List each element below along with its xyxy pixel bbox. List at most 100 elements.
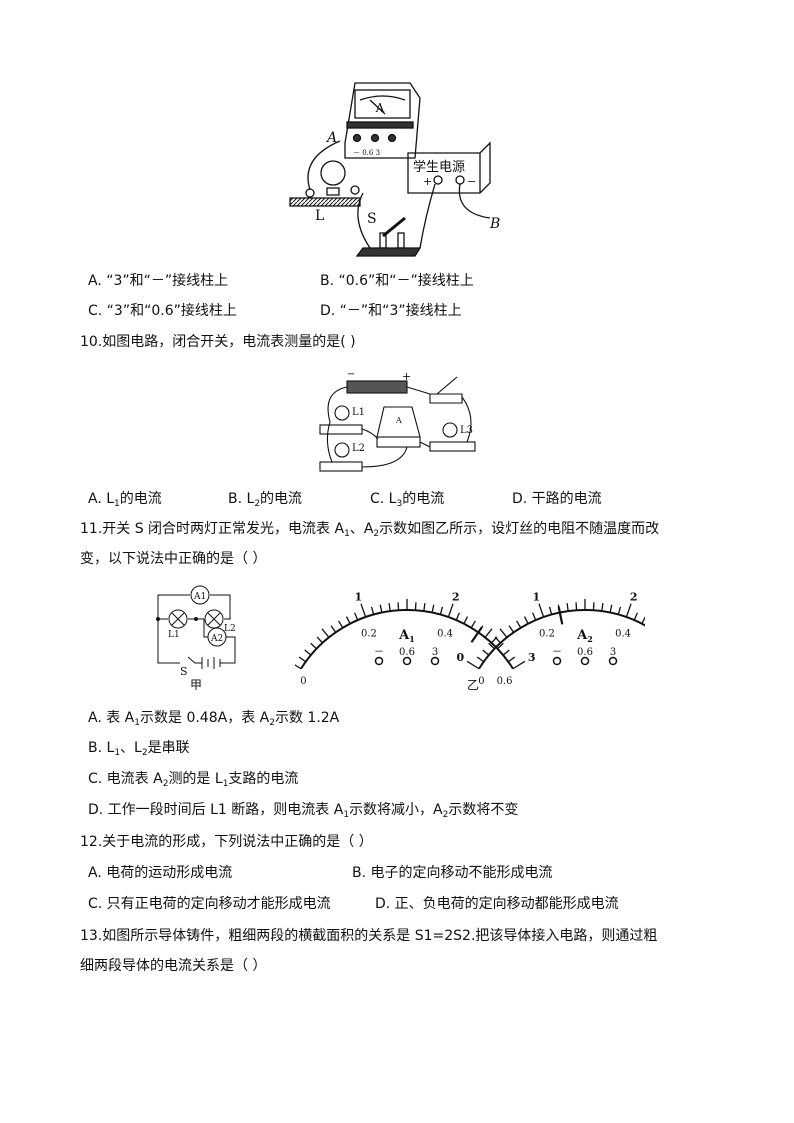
text-segment: 的电流 [260, 491, 303, 507]
q10-circuit-figure: − + L1 L2 L3 A [319, 369, 476, 472]
meter-tick [641, 616, 645, 624]
q12-option-d: D. 正、负电荷的定向移动都能形成电流 [375, 895, 619, 913]
meter-tick [625, 603, 632, 618]
text-segment: 细两段导体的电流关系是（ ） [80, 958, 267, 974]
meter-tick [601, 603, 604, 612]
terminal-icon [430, 656, 440, 666]
text-segment: 的电流 [119, 491, 162, 507]
q11-option-d: D. 工作一段时间后 L1 断路，则电流表 A1示数将减小，A2示数将不变 [88, 801, 518, 820]
switch [355, 216, 422, 257]
q10-option-b: B. L2的电流 [228, 490, 303, 509]
subscript: 3 [396, 499, 403, 509]
meter-a2: 012300.20.40.6A2－0.63 [457, 590, 645, 687]
meter-tick [532, 612, 537, 621]
lamp-l2 [319, 461, 363, 472]
lamp-l3-label: L3 [460, 425, 473, 436]
meter-tick [388, 603, 391, 612]
text-segment: A. “3”和“－”接线柱上 [88, 273, 229, 289]
wire-a-label: A [325, 130, 337, 146]
q10-stem: 10.如图电路，闭合开关，电流表测量的是( ) [80, 333, 356, 351]
q11-option-b: B. L1、L2是串联 [88, 739, 190, 758]
terminal-icon [608, 656, 618, 666]
q10-option-d: D. 干路的电流 [512, 490, 602, 508]
small-scale-label: 0.4 [437, 628, 453, 639]
terminal-label: － [552, 647, 562, 658]
text-segment: 的电流 [402, 491, 445, 507]
meter-tick [345, 616, 351, 624]
subscript: 2 [373, 529, 380, 539]
ammeter-label: A [395, 416, 402, 425]
meter-tick [508, 625, 515, 633]
meter-needle [557, 606, 564, 625]
text-segment: 、L [120, 740, 142, 756]
q12-option-b: B. 电子的定向移动不能形成电流 [352, 864, 553, 882]
meter-tick [497, 642, 504, 650]
text-segment: B. “0.6”和“－”接线柱上 [320, 273, 474, 289]
q9-option-b: B. “0.6”和“－”接线柱上 [320, 272, 474, 290]
big-scale-label: 2 [452, 590, 460, 603]
meter-tick [397, 602, 400, 611]
text-segment: C. “3”和“0.6”接线柱上 [88, 303, 237, 319]
meter-tick [523, 616, 529, 624]
subscript: 1 [222, 779, 229, 789]
meter-tick [499, 628, 508, 638]
small-scale-label: 0.2 [361, 628, 377, 639]
ammeter-scale: － 0.6 3 [353, 149, 380, 157]
meter-tick [431, 604, 435, 613]
terminal-label: 0.6 [399, 647, 415, 658]
battery-plus: + [402, 370, 411, 383]
subscript: 2 [254, 499, 261, 509]
text-segment: 11.开关 S 闭合时两灯正常发光，电流表 A [80, 521, 345, 537]
meter-tick [609, 604, 613, 613]
meter-tick [502, 649, 510, 656]
big-scale-label: 1 [533, 590, 541, 603]
subscript: 1 [344, 529, 350, 539]
lamp-l3 [429, 441, 476, 452]
text-segment: B. 电子的定向移动不能形成电流 [352, 865, 553, 881]
meter-tick [295, 664, 302, 670]
q10-option-a: A. L1的电流 [88, 490, 162, 509]
terminal-label: － [374, 647, 384, 658]
meter-tick [617, 606, 622, 615]
meter-tick [360, 603, 367, 618]
lamp-l1 [319, 424, 363, 435]
q11-stem-1: 11.开关 S 闭合时两灯正常发光，电流表 A1、A2示数如图乙所示，设灯丝的电… [80, 520, 659, 539]
subscript: 1 [114, 499, 120, 509]
text-segment: A. L [88, 491, 115, 507]
meter-name: A2 [576, 628, 593, 644]
meter-tick [298, 656, 307, 663]
meter-tick [592, 602, 595, 611]
l1-label: L1 [168, 630, 180, 640]
text-segment: 示数 1.2A [274, 710, 340, 726]
q13-stem-2: 细两段导体的电流关系是（ ） [80, 957, 266, 975]
l2-label: L2 [224, 624, 236, 634]
meter-tick [310, 642, 317, 650]
subscript: 2 [162, 779, 169, 789]
terminal-label: 3 [432, 647, 438, 658]
meter-tick [466, 660, 480, 670]
meter-tick [455, 612, 460, 621]
meter-tick [507, 656, 516, 663]
meter-tick [470, 620, 476, 629]
meter-tick [321, 628, 330, 638]
text-segment: D. 工作一段时间后 L1 断路，则电流表 A [88, 802, 344, 818]
meter-tick [575, 602, 578, 611]
subscript: 1 [134, 718, 140, 728]
switch-label: S [367, 211, 377, 227]
q12-option-c: C. 只有正电荷的定向移动才能形成电流 [88, 895, 331, 913]
meter-tick [512, 660, 526, 670]
subscript: 2 [141, 748, 148, 758]
text-segment: 13.如图所示导体铸件，粗细两段的横截面积的关系是 S1=2S2.把该导体接入电… [80, 928, 658, 944]
lamp-label: L [315, 208, 324, 224]
a1-label: A1 [193, 592, 206, 602]
caption-jia: 甲 [190, 678, 202, 690]
text-segment: A. 表 A [88, 710, 135, 726]
subscript: 1 [114, 748, 121, 758]
power-supply-label: 学生电源 [413, 159, 465, 175]
lamp-l1 [168, 609, 188, 629]
power-plus: + [423, 175, 432, 188]
text-segment: C. 只有正电荷的定向移动才能形成电流 [88, 896, 331, 912]
meter-tick [538, 603, 545, 618]
terminal-label: 0.6 [577, 647, 593, 658]
